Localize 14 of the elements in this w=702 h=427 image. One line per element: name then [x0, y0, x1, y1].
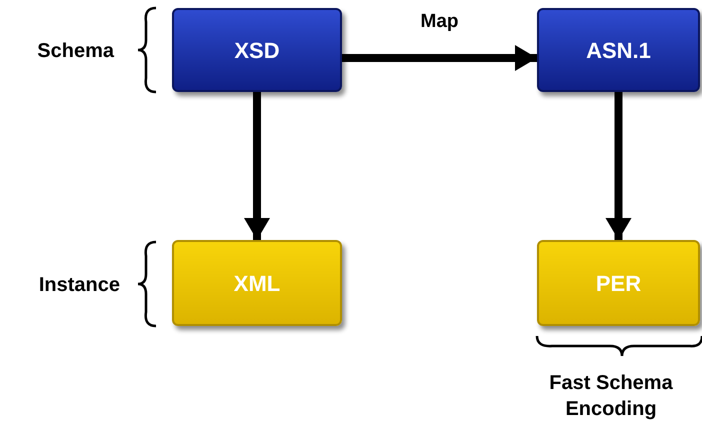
- box-label: PER: [596, 270, 642, 298]
- process-box: [172, 240, 342, 326]
- row-label: Fast Schema Encoding: [548, 371, 674, 422]
- arrow: [342, 45, 537, 71]
- row-label: Schema: [36, 39, 114, 64]
- process-box: [172, 8, 342, 92]
- box-label: XML: [234, 270, 280, 298]
- box-label: ASN.1: [586, 36, 651, 64]
- arrow: [244, 92, 270, 240]
- process-box: [537, 8, 700, 92]
- box-label: XSD: [234, 36, 280, 64]
- arrow: [606, 92, 632, 240]
- process-box: [537, 240, 700, 326]
- row-label: Instance: [38, 273, 120, 298]
